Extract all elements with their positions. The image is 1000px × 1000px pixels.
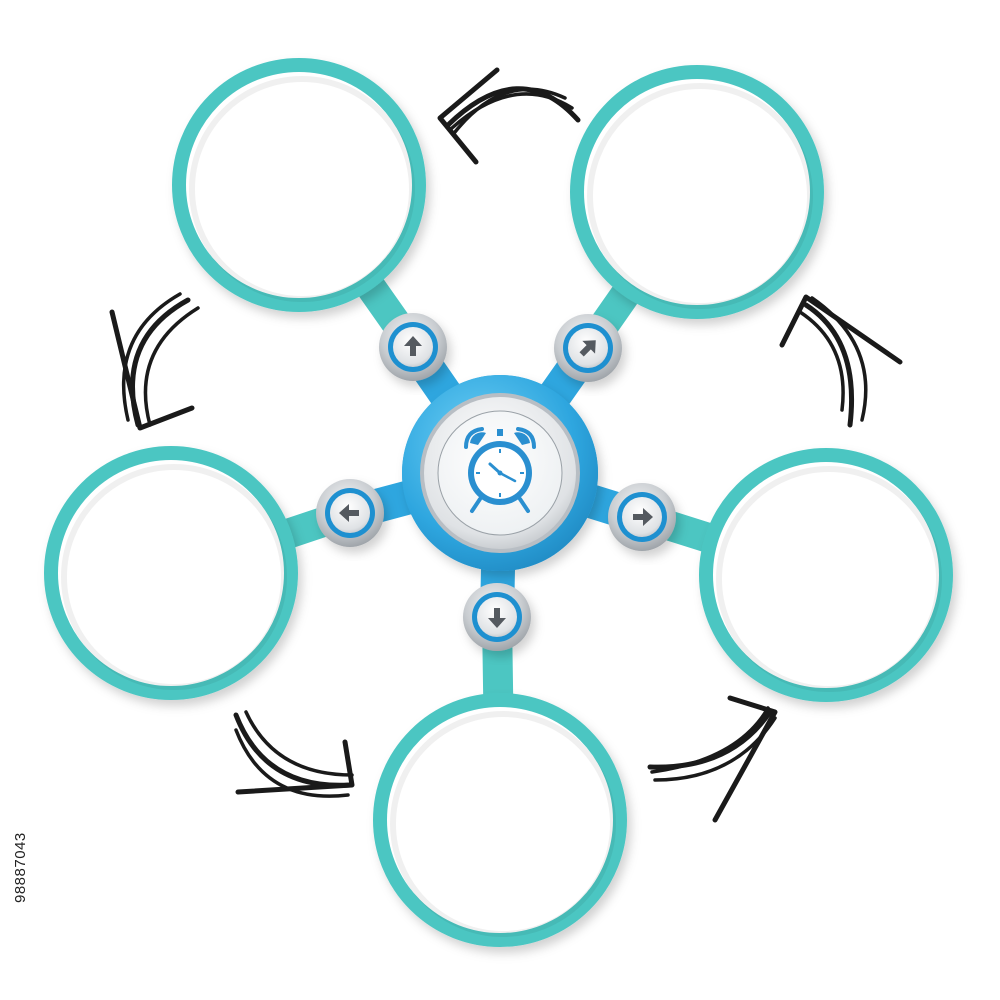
cycle-arrow-left-to-bottom bbox=[233, 710, 355, 798]
arrow-down-icon bbox=[488, 608, 506, 628]
connector-button-bottom bbox=[463, 583, 531, 651]
arrow-up-right-icon bbox=[579, 340, 596, 357]
node-rings bbox=[44, 58, 953, 947]
cycle-arrow-right-to-top-right bbox=[779, 294, 903, 428]
node-ring-bottom bbox=[373, 693, 627, 947]
cycle-arrow-top-left-to-left bbox=[109, 292, 200, 431]
node-ring-left bbox=[44, 446, 298, 700]
alarm-clock-icon bbox=[464, 427, 536, 513]
arrow-right-icon bbox=[633, 508, 653, 526]
cycle-arrow-top-right-to-top-left bbox=[437, 67, 581, 165]
connector-buttons bbox=[316, 313, 676, 651]
connector-button-top-left bbox=[379, 313, 447, 381]
center-hub bbox=[402, 375, 598, 571]
arrow-up-icon bbox=[404, 336, 422, 356]
node-ring-right bbox=[699, 448, 953, 702]
cycle-arrows bbox=[109, 67, 903, 823]
arrow-left-icon bbox=[339, 504, 359, 522]
node-ring-top-right bbox=[570, 65, 824, 319]
connector-button-right bbox=[608, 483, 676, 551]
connector-button-top-right bbox=[554, 314, 622, 382]
node-ring-top-left bbox=[172, 58, 426, 312]
connector-button-left bbox=[316, 479, 384, 547]
cycle-arrow-bottom-to-right bbox=[647, 695, 778, 823]
stock-id-watermark: 98887043 bbox=[12, 832, 29, 904]
